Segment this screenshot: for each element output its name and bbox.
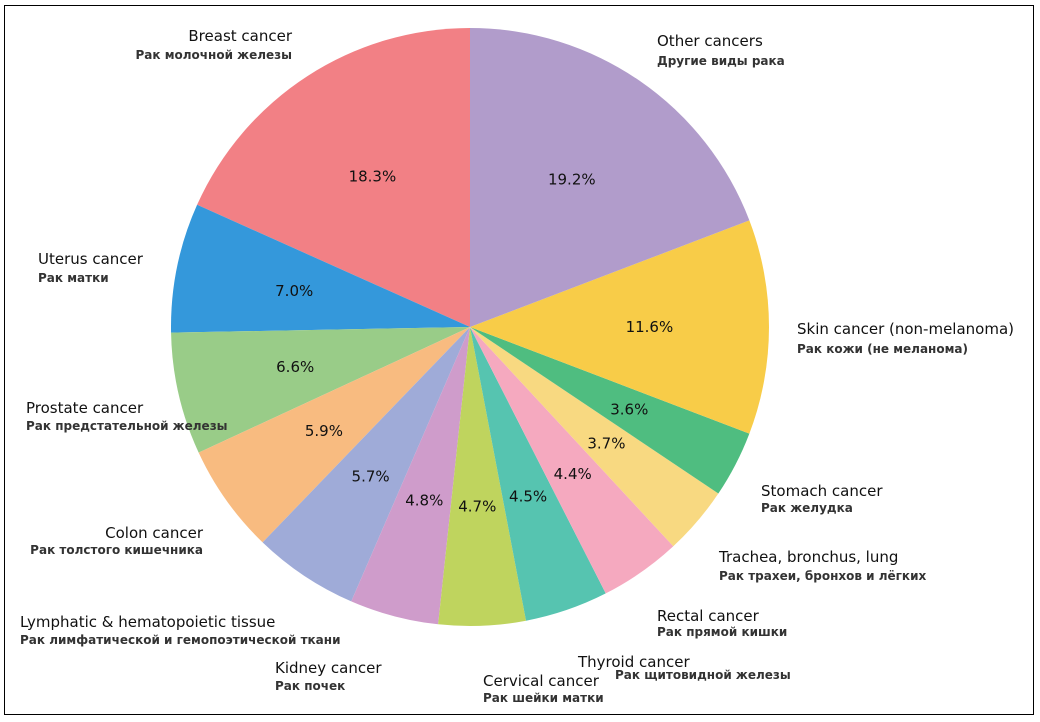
percent-label-colon: 5.9% [305,422,343,440]
slice-label-ru-skin: Рак кожи (не меланома) [797,342,968,356]
percent-label-breast: 18.3% [349,167,397,185]
pie-slice-skin [470,220,769,434]
percent-label-lymphatic: 5.7% [352,467,390,485]
slice-label-ru-cervical: Рак шейки матки [483,691,604,705]
slice-label-ru-stomach: Рак желудка [761,501,853,515]
percent-labels: 18.3% 7.0% 6.6% 5.9% 5.7% 4.8% 4.7% 4.5% 4.4% 3.7… [275,167,673,515]
percent-label-trachea: 3.7% [587,435,625,453]
slice-label-ru-rectal: Рак прямой кишки [657,625,787,639]
percent-label-skin: 11.6% [626,318,674,336]
percent-label-other: 19.2% [548,170,596,188]
pie-slice-prostate [171,327,471,453]
slice-label-ru-other: Другие виды рака [657,54,785,68]
slice-label-ru-kidney: Рак почек [275,679,345,693]
slice-label-rectal: Rectal cancer [657,607,760,625]
percent-label-cervical: 4.7% [458,497,496,515]
slice-label-skin: Skin cancer (non-melanoma) [797,320,1014,338]
slice-label-lymphatic: Lymphatic & hematopoietic tissue [20,613,275,631]
slice-label-stomach: Stomach cancer [761,482,883,500]
slice-label-ru-trachea: Рак трахеи, бронхов и лёгких [719,569,926,583]
pie-slice-cervical [438,327,527,627]
pie-slice-lymphatic [262,327,470,602]
pie-slice-trachea [470,327,719,547]
slice-label-ru-thyroid: Рак щитовидной железы [615,668,791,682]
pie-slice-kidney [351,327,470,625]
slice-label-ru-uterus: Рак матки [38,271,109,285]
slice-label-ru-lymphatic: Рак лимфатической и гемопоэтической ткан… [20,633,340,647]
percent-label-kidney: 4.8% [405,492,443,510]
slice-label-breast: Breast cancer [188,27,292,45]
percent-label-prostate: 6.6% [276,358,314,376]
slice-label-uterus: Uterus cancer [38,250,144,268]
pie-slices [170,28,769,627]
percent-label-rectal: 4.4% [554,465,592,483]
pie-slice-uterus [170,204,470,333]
slice-label-other: Other cancers [657,32,763,50]
pie-slice-breast [197,28,471,327]
pie-slice-colon [198,327,470,543]
slice-label-prostate: Prostate cancer [26,399,144,417]
percent-label-stomach: 3.6% [610,400,648,418]
slice-label-colon: Colon cancer [105,524,204,542]
slice-label-kidney: Kidney cancer [275,659,382,677]
slice-label-cervical: Cervical cancer [483,672,600,690]
pie-slice-stomach [470,327,750,494]
slice-label-thyroid: Thyroid cancer [577,653,690,671]
pie-slice-thyroid [470,327,606,621]
slice-label-ru-breast: Рак молочной железы [136,48,293,62]
percent-label-uterus: 7.0% [275,282,313,300]
pie-slice-rectal [470,327,674,594]
slice-label-ru-colon: Рак толстого кишечника [30,543,203,557]
pie-slice-other [470,28,750,327]
percent-label-thyroid: 4.5% [509,488,547,506]
slice-label-ru-prostate: Рак предстательной железы [26,419,228,433]
slice-label-trachea: Trachea, bronchus, lung [718,548,898,566]
